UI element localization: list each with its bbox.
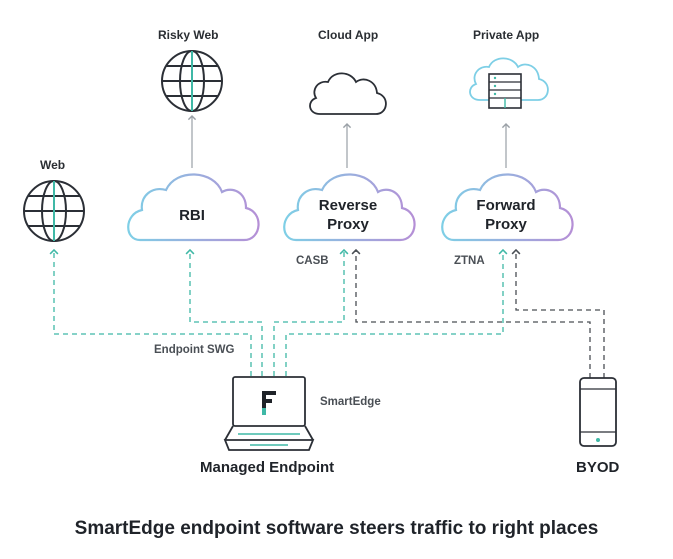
risky-web-globe-icon <box>161 50 223 112</box>
diagram-caption: SmartEdge endpoint software steers traff… <box>74 518 599 539</box>
forward-proxy-label-line2: Proxy <box>485 216 527 233</box>
forward-proxy-cloud <box>441 173 574 242</box>
forward-proxy-label-line1: Forward <box>476 197 536 214</box>
ztna-tag: ZTNA <box>454 255 485 267</box>
endpoint-traffic-paths <box>49 248 508 376</box>
web-globe-icon <box>23 180 85 242</box>
rbi-label: RBI <box>179 207 205 224</box>
managed-endpoint-label: Managed Endpoint <box>200 459 335 476</box>
cloud-app-icon <box>309 72 387 115</box>
byod-traffic-paths <box>351 248 605 378</box>
byod-label: BYOD <box>576 459 620 476</box>
reverse-proxy-cloud <box>283 173 416 242</box>
private-app-label: Private App <box>473 28 540 42</box>
rbi-cloud <box>127 173 260 242</box>
smartedge-label: SmartEdge <box>320 396 381 408</box>
cloud-app-label: Cloud App <box>318 28 379 42</box>
byod-phone-icon <box>579 377 617 447</box>
smartedge-logo-icon <box>262 391 276 415</box>
risky-web-label: Risky Web <box>158 28 219 42</box>
reverse-proxy-label-line1: Reverse <box>318 197 378 214</box>
upstream-arrows <box>187 114 511 168</box>
reverse-proxy-label-line2: Proxy <box>327 216 369 233</box>
managed-endpoint-laptop-icon <box>223 376 315 451</box>
private-app-server-icon <box>469 57 549 109</box>
web-label: Web <box>40 158 66 172</box>
endpoint-swg-tag: Endpoint SWG <box>154 344 235 356</box>
casb-tag: CASB <box>296 255 329 267</box>
